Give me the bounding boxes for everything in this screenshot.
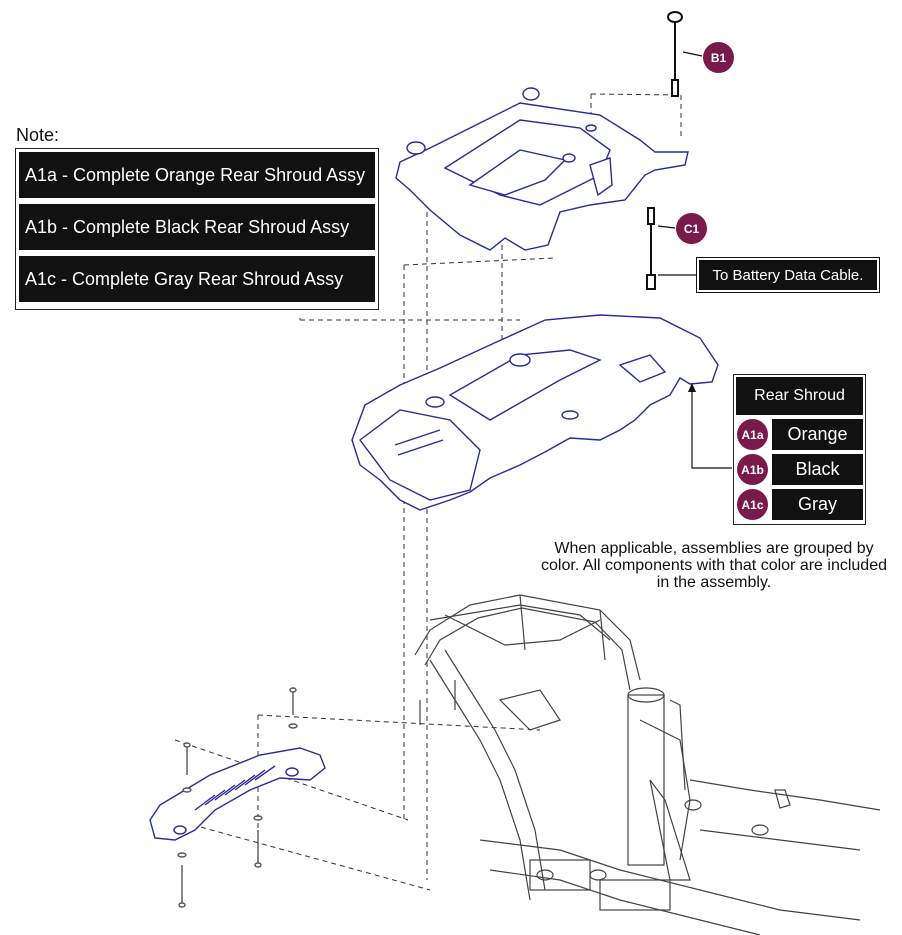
legend-color-label: Orange: [772, 419, 863, 450]
handle-bolts: [177, 687, 298, 908]
note-item-a1b: A1b - Complete Black Rear Shroud Assy: [19, 204, 375, 250]
note-item-a1c: A1c - Complete Gray Rear Shroud Assy: [19, 256, 375, 302]
legend-color-label: Black: [772, 454, 863, 485]
callout-b1: B1: [703, 42, 734, 73]
grab-handle: [149, 747, 326, 841]
note-item-a1a: A1a - Complete Orange Rear Shroud Assy: [19, 152, 375, 198]
legend-color-label: Gray: [772, 489, 863, 520]
legend-row-orange: A1a Orange: [736, 418, 863, 451]
legend-row-gray: A1c Gray: [736, 488, 863, 521]
legend-code-badge: A1b: [737, 454, 768, 485]
rear-shroud-cover: [395, 87, 689, 251]
battery-data-cable-label: To Battery Data Cable.: [696, 257, 880, 293]
b1-cable: [667, 11, 683, 97]
legend-header: Rear Shroud: [736, 377, 863, 415]
note-title: Note:: [16, 125, 60, 145]
leader-arrowhead: [688, 383, 696, 392]
callout-c1: C1: [676, 213, 707, 244]
legend-code-badge: A1a: [737, 419, 768, 450]
c1-cable: [646, 207, 656, 290]
legend-code-badge: A1c: [737, 489, 768, 520]
assembly-color-note: When applicable, assemblies are grouped …: [541, 540, 887, 591]
b1-leader: [682, 51, 703, 57]
c1-leader: [657, 225, 676, 229]
note-box: A1a - Complete Orange Rear Shroud Assy A…: [15, 148, 379, 310]
legend-leader: [691, 390, 732, 469]
frame-assembly: [414, 594, 881, 935]
rear-shroud-body: [351, 314, 719, 511]
legend-row-black: A1b Black: [736, 453, 863, 486]
rear-shroud-legend: Rear Shroud A1a Orange A1b Black A1c Gra…: [733, 374, 866, 525]
